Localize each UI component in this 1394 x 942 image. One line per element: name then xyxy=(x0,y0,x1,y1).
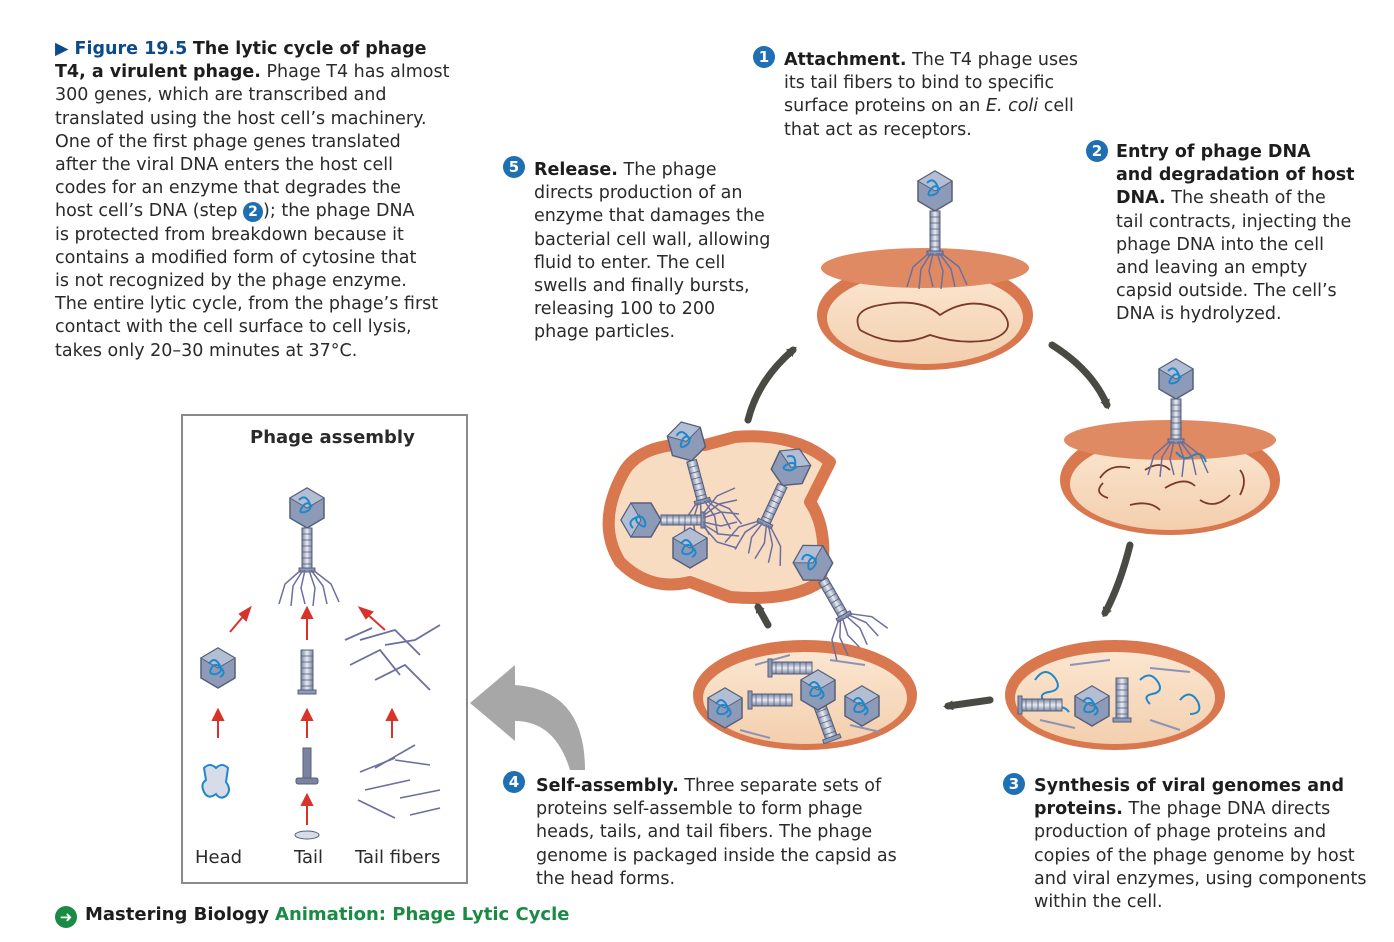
step-2-badge: 2 xyxy=(1086,140,1108,162)
step-4-line: genome is packaged inside the capsid as xyxy=(536,845,897,866)
cell-release xyxy=(602,412,891,663)
step-5-title: Release. xyxy=(534,160,618,180)
assembly-title: Phage assembly xyxy=(250,427,415,448)
step-1-text: Attachment. The T4 phage uses its tail f… xyxy=(784,49,1078,142)
cell-attachment xyxy=(817,170,1033,370)
step-3-badge: 3 xyxy=(1003,773,1025,795)
step-5-line: bacterial cell wall, allowing xyxy=(534,229,771,250)
step-5-badge: 5 xyxy=(503,156,525,178)
step-1-title: Attachment. xyxy=(784,50,907,70)
label-tail-fibers: Tail fibers xyxy=(355,847,441,868)
step-3-text: Synthesis of viral genomes and proteins.… xyxy=(1034,775,1366,914)
caption-line: takes only 20–30 minutes at 37°C. xyxy=(55,340,358,361)
step-2-line: The sheath of the xyxy=(1171,188,1326,209)
step-2-line: phage DNA into the cell xyxy=(1116,234,1324,255)
figure-caption: ▶ Figure 19.5 The lytic cycle of phage T… xyxy=(55,38,449,363)
step-2-line: tail contracts, injecting the xyxy=(1116,211,1352,232)
step-5-line: phage particles. xyxy=(534,322,676,343)
caption-line: is not recognized by the phage enzyme. xyxy=(55,271,407,292)
step-2-line: DNA is hydrolyzed. xyxy=(1116,304,1282,325)
caption-line: codes for an enzyme that degrades the xyxy=(55,178,401,199)
step-5-text: Release. The phage directs production of… xyxy=(534,159,770,345)
step-2-title: Entry of phage DNA xyxy=(1116,142,1311,162)
caption-title: The lytic cycle of phage xyxy=(192,39,427,59)
step-2-line: and leaving an empty xyxy=(1116,258,1308,279)
cycle-arrows xyxy=(744,341,1134,711)
step-5-line: swells and finally bursts, xyxy=(534,276,750,297)
caption-line: translated using the host cell’s machine… xyxy=(55,108,427,129)
cell-synthesis xyxy=(1005,640,1225,750)
step-4-line: heads, tails, and tail fibers. The phage xyxy=(536,822,873,843)
caption-line: One of the first phage genes translated xyxy=(55,131,401,152)
step-5-line: fluid to enter. The cell xyxy=(534,252,726,273)
step-1-line: cell xyxy=(1038,96,1074,117)
step-4-title: Self-assembly. xyxy=(536,776,679,796)
caption-line: is protected from breakdown because it xyxy=(55,224,404,245)
baseplate-icon xyxy=(294,830,320,840)
step-4-line: Three separate sets of xyxy=(684,776,882,796)
step-1-line: its tail fibers to bind to specific xyxy=(784,73,1055,94)
caption-subtitle: T4, a virulent phage. xyxy=(55,62,261,83)
step-5-line: enzyme that damages the xyxy=(534,206,765,227)
step-3-title: Synthesis of viral genomes and xyxy=(1034,776,1345,796)
step-4-badge: 4 xyxy=(503,771,525,793)
caption-line: after the viral DNA enters the host cell xyxy=(55,155,394,176)
caption-line: The entire lytic cycle, from the phage’s… xyxy=(55,294,439,315)
caption-text: host cell’s DNA (step xyxy=(55,201,244,222)
footer-brand: Mastering Biology xyxy=(85,904,270,925)
cell-self-assembly xyxy=(693,640,917,750)
step-3-line: copies of the phage genome by host xyxy=(1034,845,1355,866)
step-3-line: The phage DNA directs xyxy=(1128,799,1331,820)
caption-line: contact with the cell surface to cell ly… xyxy=(55,317,412,338)
step-3-line: and viral enzymes, using components xyxy=(1034,868,1367,889)
step-1-line: that act as receptors. xyxy=(784,119,972,140)
arrow-circle-icon[interactable]: ➜ xyxy=(55,906,77,928)
step-4-line: proteins self-assemble to form phage xyxy=(536,799,863,820)
label-head: Head xyxy=(195,847,243,868)
step-1-badge: 1 xyxy=(753,46,775,68)
assembly-pointer-arrow xyxy=(470,665,585,770)
step-5-line: directs production of an xyxy=(534,183,743,204)
assembly-box xyxy=(181,414,468,884)
animation-link[interactable]: Animation: Phage Lytic Cycle xyxy=(275,904,570,925)
step-3-title: proteins. xyxy=(1034,799,1123,820)
step-3-line: production of phage proteins and xyxy=(1034,822,1327,843)
step-4-text: Self-assembly. Three separate sets of pr… xyxy=(536,775,897,891)
step-1-line: surface proteins on an xyxy=(784,96,981,117)
step-5-line: The phage xyxy=(623,160,717,180)
step-2-text: Entry of phage DNA and degradation of ho… xyxy=(1116,141,1355,327)
step-2-title: and degradation of host xyxy=(1116,165,1355,186)
figure-label: ▶ Figure 19.5 xyxy=(55,39,188,59)
step-1-italic: E. coli xyxy=(985,96,1039,117)
step-3-line: within the cell. xyxy=(1034,892,1163,913)
step-2-line: capsid outside. The cell’s xyxy=(1116,281,1337,302)
caption-text: ); the phage DNA xyxy=(263,201,415,222)
step-ref-badge: 2 xyxy=(243,202,264,223)
step-2-title: DNA. xyxy=(1116,188,1166,209)
step-4-line: the head forms. xyxy=(536,868,676,889)
caption-text: Phage T4 has almost xyxy=(266,62,450,83)
caption-line: contains a modified form of cytosine tha… xyxy=(55,247,417,268)
step-5-line: releasing 100 to 200 xyxy=(534,299,716,320)
step-1-line: The T4 phage uses xyxy=(912,50,1079,70)
cell-entry xyxy=(1060,358,1280,535)
caption-line: 300 genes, which are transcribed and xyxy=(55,85,387,106)
label-tail: Tail xyxy=(294,847,324,868)
